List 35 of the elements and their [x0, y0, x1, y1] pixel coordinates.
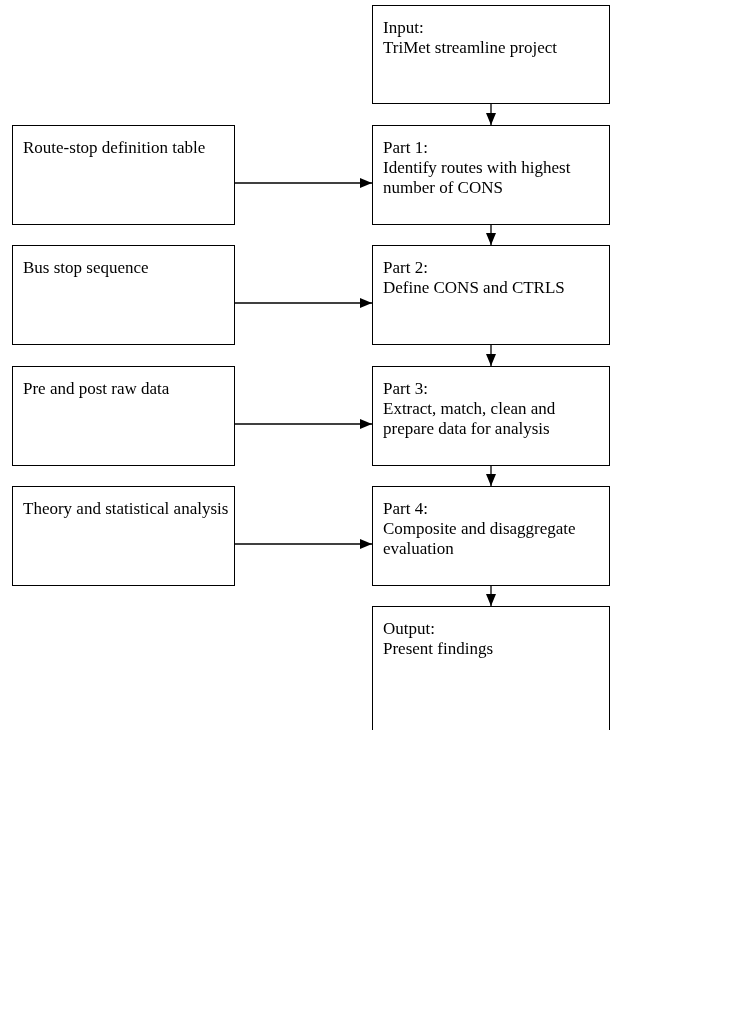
process-box	[372, 366, 610, 466]
box-text: Pre and post raw data	[23, 379, 171, 399]
box-text: Route-stop definition table	[23, 138, 207, 158]
box-text: Present findings	[383, 639, 495, 659]
box-text: Composite and disaggregate evaluation	[383, 519, 577, 559]
box-heading: Part 2:	[383, 258, 429, 278]
box-text: Theory and statistical analysis	[23, 499, 230, 519]
box-text: Define CONS and CTRLS	[383, 278, 566, 298]
box-heading: Output:	[383, 619, 436, 639]
box-heading: Part 4:	[383, 499, 429, 519]
arrow	[234, 419, 373, 429]
arrow	[234, 298, 373, 308]
arrow	[486, 224, 496, 246]
process-box	[372, 5, 610, 104]
arrow	[486, 103, 496, 126]
box-text: Identify routes with highest number of CONS	[383, 158, 572, 198]
process-box	[12, 366, 235, 466]
arrow	[234, 539, 373, 549]
arrow	[234, 178, 373, 188]
process-box	[372, 125, 610, 225]
box-text: Extract, match, clean and prepare data for analysis	[383, 399, 557, 439]
box-heading: Input:	[383, 18, 425, 38]
box-heading: Part 1:	[383, 138, 429, 158]
box-text: TriMet streamline project	[383, 38, 559, 58]
process-box	[12, 245, 235, 345]
box-text: Bus stop sequence	[23, 258, 150, 278]
box-heading: Part 3:	[383, 379, 429, 399]
process-box	[12, 125, 235, 225]
arrow	[486, 585, 496, 607]
arrow	[486, 465, 496, 487]
process-box	[372, 606, 610, 730]
arrow	[486, 344, 496, 367]
process-box	[372, 245, 610, 345]
process-box	[372, 486, 610, 586]
process-box	[12, 486, 235, 586]
